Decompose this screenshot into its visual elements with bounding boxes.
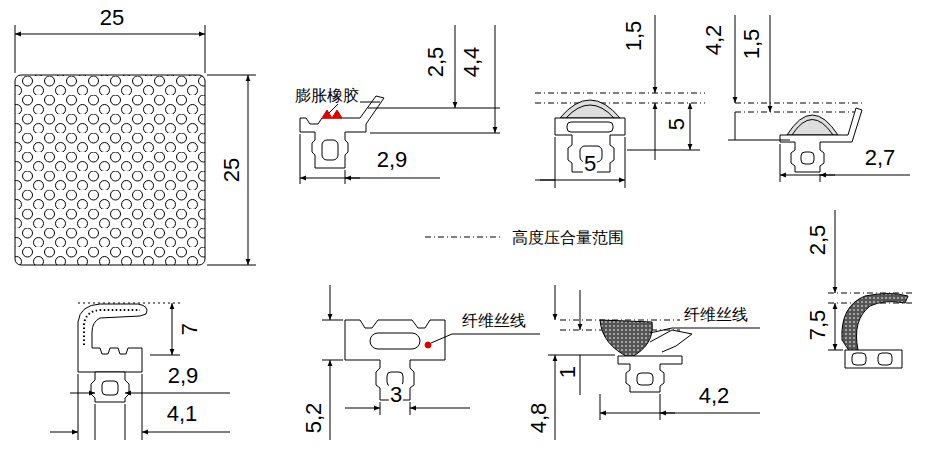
dimension-value: 4,8 (528, 402, 550, 435)
dimension-value: 2,9 (376, 149, 409, 171)
dimension-value: 4,4 (461, 46, 483, 79)
dimension-value: 1,5 (623, 20, 645, 53)
dimension-value: 4,2 (703, 24, 725, 57)
part-name: 膨胀橡胶 (294, 88, 360, 104)
dimension-value: 2,5 (807, 224, 829, 257)
foam-core (600, 320, 652, 358)
expanding-rubber (322, 110, 342, 118)
foam-core (842, 294, 908, 353)
dimension-value: 1 (557, 365, 579, 379)
dimension-value: 3 (389, 384, 403, 406)
dimension-value: 4,1 (166, 403, 199, 425)
legend-line-sample (425, 237, 500, 238)
legend-entry: 高度压合量范围 (510, 230, 626, 246)
dimension-value: 7,5 (807, 309, 829, 342)
dimension-value: 2,5 (425, 46, 447, 79)
dimension-value: 2,9 (167, 365, 200, 387)
foam-sample (15, 75, 205, 265)
fibre-thread (425, 342, 431, 348)
dimension-value: 5 (666, 117, 688, 131)
part-name: 纤维丝线 (461, 313, 527, 329)
dimension-value: 1,5 (741, 28, 763, 61)
seal-profile (78, 304, 147, 372)
seal-profile (780, 108, 862, 172)
dimension-value: 25 (99, 7, 125, 29)
seal-profile (300, 96, 384, 168)
dimension-value: 25 (221, 157, 243, 183)
dimension-value: 5,2 (303, 402, 325, 435)
dimension-value: 7 (179, 322, 201, 336)
dimension-value: 4,2 (698, 385, 731, 407)
dimension-value: 5 (583, 153, 597, 175)
part-name: 纤维丝线 (683, 307, 749, 323)
drawing-lines (15, 15, 912, 440)
seal-profile (560, 100, 620, 118)
dimension-value: 2,7 (864, 147, 897, 169)
legend-text: 高度压合量范围 (512, 229, 624, 246)
